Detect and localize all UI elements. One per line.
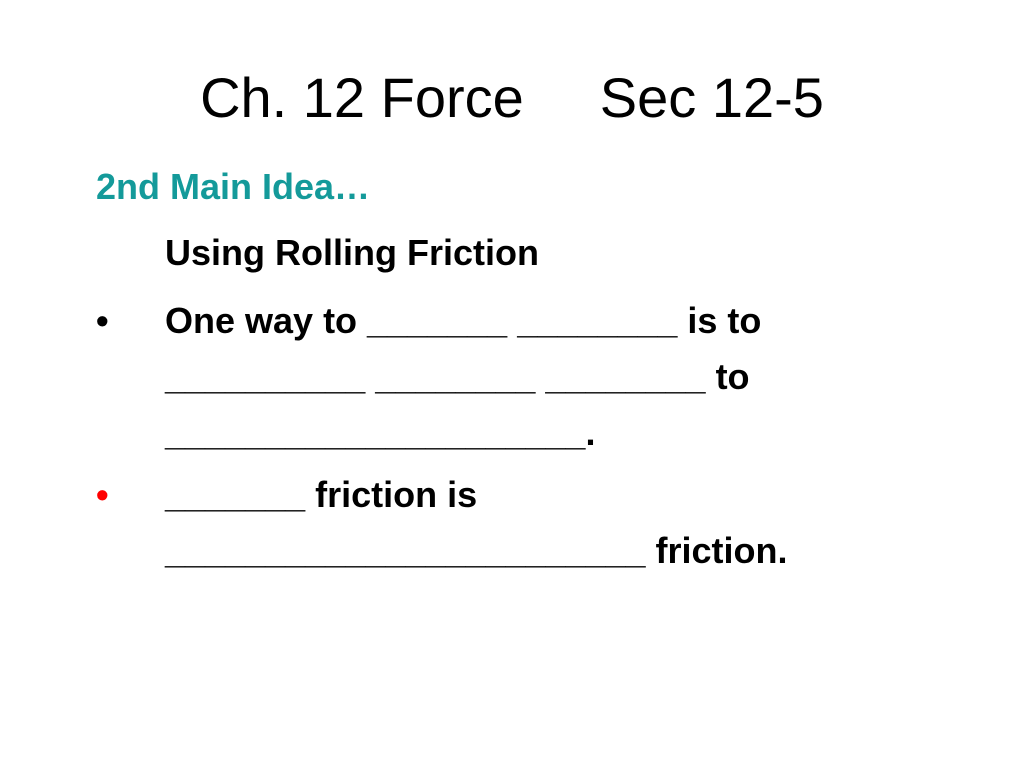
bullet-2-marker: • — [96, 474, 109, 515]
bullet-1-line-3: _____________________. — [165, 412, 596, 453]
title-section: Sec 12-5 — [599, 66, 824, 129]
bullet-1-marker: • — [96, 300, 109, 341]
bullet-1-line-2: __________ ________ ________ to — [165, 356, 750, 397]
slide-title: Ch. 12 Force Sec 12-5 — [0, 62, 1024, 134]
bullet-1-line-1: One way to _______ ________ is to — [165, 300, 762, 341]
topic-heading: Using Rolling Friction — [165, 232, 539, 273]
bullet-2-line-2: ________________________ friction. — [165, 530, 788, 571]
title-chapter: Ch. 12 Force — [200, 66, 524, 129]
main-idea-heading: 2nd Main Idea… — [96, 166, 371, 207]
bullet-2-line-1: _______ friction is — [165, 474, 478, 515]
